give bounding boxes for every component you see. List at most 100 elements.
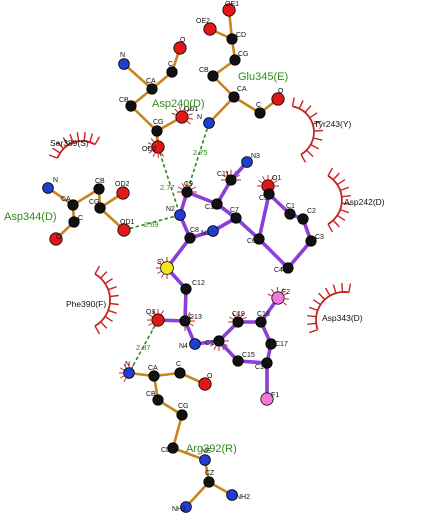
atom-label-L_F1: F1	[271, 392, 279, 399]
atom-label-a240_CG: CG	[153, 119, 164, 126]
atom-label-L_C9: C9	[184, 181, 193, 188]
residue-label-glu345: Glu345(E)	[238, 71, 288, 83]
atom-L_C4	[283, 263, 293, 273]
atom-label-L_C15: C15	[242, 352, 255, 359]
atom-a240_N	[119, 59, 130, 70]
atom-label-a344_CG: CG	[89, 199, 100, 206]
atom-label-L_C11: C11	[217, 171, 229, 178]
atom-label-L_N3: N3	[251, 153, 260, 160]
atom-L_C18	[256, 317, 266, 327]
atom-a344_N	[43, 183, 54, 194]
atom-label-glu_C: C	[256, 102, 261, 109]
atom-glu_N	[204, 118, 215, 129]
atom-glu_CB	[208, 71, 218, 81]
atom-label-L_O1: O1	[272, 175, 281, 182]
atom-glu_CA	[229, 92, 239, 102]
atom-label-a240_O: O	[180, 37, 186, 44]
hydrophobic-label-phe390: Phe390(F)	[66, 299, 106, 309]
bond-L_C4-L_C6	[259, 239, 288, 268]
atom-label-r392_CG: CG	[178, 403, 189, 410]
atom-label-L_C4: C4	[274, 267, 283, 274]
atom-label-a344_CB: CB	[95, 178, 105, 185]
atom-label-a344_OD2: OD2	[115, 181, 130, 188]
atom-a344_OD2	[117, 187, 129, 199]
atom-label-r392_CZ: CZ	[205, 470, 215, 477]
atom-r392_N	[124, 368, 135, 379]
atom-label-L_C18: C18	[257, 311, 270, 318]
atom-L_C2	[298, 214, 308, 224]
atom-a240_CG	[152, 126, 162, 136]
atom-label-L_C14: C14	[205, 340, 218, 347]
atom-label-a240_OD2: OD2	[142, 146, 157, 153]
atom-label-L_C10: C10	[205, 204, 218, 211]
atom-label-r392_NH1: NH1	[172, 506, 186, 513]
atom-label-a344_OD1: OD1	[120, 219, 135, 226]
atom-label-glu_O: O	[278, 88, 284, 95]
atom-label-L_C17: C17	[275, 341, 288, 348]
hydrophobic-arc-tyr243	[293, 98, 324, 163]
atom-a344_CB	[94, 184, 104, 194]
atom-L_C9	[182, 187, 192, 197]
atom-label-L_S: S	[157, 259, 162, 266]
hydrophobic-label-ser389: Ser389(S)	[50, 138, 89, 148]
atom-L_C12	[181, 284, 191, 294]
atom-label-L_C6: C6	[247, 238, 256, 245]
atom-label-glu_OE1: OE1	[225, 1, 239, 8]
atom-a240_C	[167, 67, 177, 77]
hydrogen-bonds-layer	[124, 123, 209, 373]
atom-r392_CG	[177, 410, 187, 420]
atom-label-L_F2: F2	[282, 289, 290, 296]
atom-L_C1	[285, 209, 295, 219]
atom-r392_C	[175, 368, 185, 378]
atom-label-a240_C: C	[168, 61, 173, 68]
atom-label-r392_CB: CB	[146, 391, 156, 398]
atom-label-L_O3: O3	[146, 309, 155, 316]
atom-label-glu_CD: CD	[236, 32, 246, 39]
atom-label-glu_CA: CA	[237, 86, 247, 93]
hbond-distance-arg392: 2.87	[136, 343, 151, 352]
residue-label-arg392: Arg392(R)	[186, 443, 237, 455]
atom-label-a240_CA: CA	[146, 78, 156, 85]
atom-label-r392_C: C	[176, 361, 181, 368]
atom-label-L_N2: N2	[166, 206, 175, 213]
atom-label-L_C7: C7	[230, 207, 239, 214]
atom-label-r392_N: N	[125, 361, 130, 368]
atom-label-L_C1: C1	[286, 203, 295, 210]
bonds-layer	[48, 10, 311, 507]
hbond-distance-asp240: 2.77	[160, 183, 175, 192]
atom-label-L_C19: C19	[232, 311, 245, 318]
atom-r392_CA	[149, 371, 159, 381]
atom-label-glu_CG: CG	[238, 51, 249, 58]
atom-label-a240_N: N	[120, 52, 125, 59]
hbond-distance-asp344: 2.69	[144, 220, 159, 229]
residue-label-asp344: Asp344(D)	[4, 211, 57, 223]
atom-label-glu_OE2: OE2	[196, 18, 210, 25]
atom-label-a240_CB: CB	[119, 97, 129, 104]
hydrophobic-label-asp242: Asp242(D)	[344, 197, 385, 207]
atom-r392_NE	[200, 455, 211, 466]
atom-label-L_C3: C3	[315, 234, 324, 241]
atom-a240_CA	[147, 84, 157, 94]
atom-label-r392_CA: CA	[148, 365, 158, 372]
atom-L_N4	[190, 339, 201, 350]
atom-L_N2	[175, 210, 186, 221]
atom-label-r392_CD: CD	[161, 447, 171, 454]
atom-label-L_C2: C2	[307, 208, 316, 215]
atom-glu_C	[255, 108, 265, 118]
atom-label-glu_CB: CB	[199, 67, 209, 74]
hydrophobic-contacts-layer	[49, 98, 351, 382]
atom-label-r392_O: O	[207, 373, 213, 380]
atom-label-L_N1: N1	[201, 230, 210, 237]
atom-label-L_C12: C12	[192, 280, 205, 287]
atom-r392_CZ	[204, 477, 214, 487]
hbond-distance-glu345: 2.75	[193, 148, 208, 157]
hbond-line-hb2	[158, 147, 180, 215]
atom-label-L_C5: C5	[259, 195, 268, 202]
hydrophobic-arc-asp343	[307, 283, 350, 333]
atom-label-L_C8: C8	[190, 227, 199, 234]
atom-label-a344_O: O	[56, 234, 62, 241]
atom-L_S	[161, 262, 174, 275]
residue-label-asp240: Asp240(D)	[152, 98, 205, 110]
